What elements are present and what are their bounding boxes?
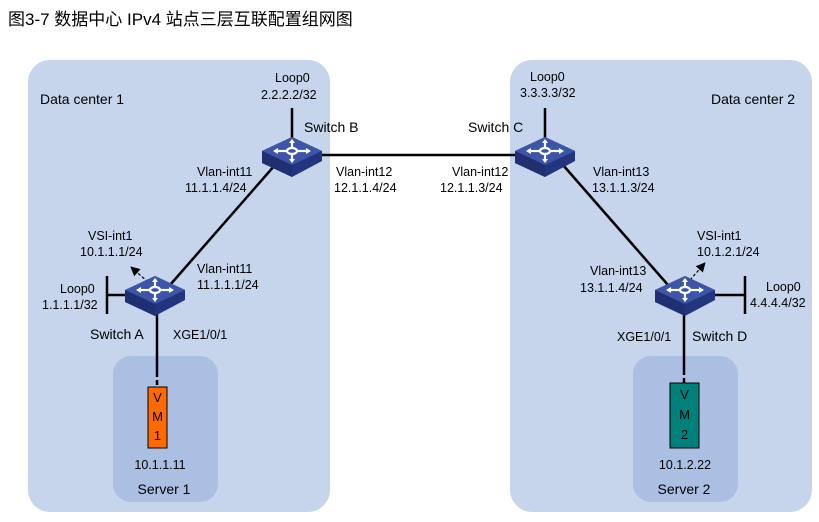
switch-c-loop-ip: 3.3.3.3/32	[520, 86, 576, 100]
vm-2-label-num: 2	[681, 427, 688, 442]
switch-b-vlan11-ip: 11.1.1.4/24	[185, 181, 247, 195]
switch-c-name: Switch C	[468, 119, 523, 135]
vm-2[interactable]	[669, 382, 700, 449]
datacenter-1-label: Data center 1	[40, 91, 124, 107]
switch-d-port: XGE1/0/1	[617, 330, 671, 344]
server-1-name: Server 1	[138, 481, 191, 497]
switch-a-loop-ip: 1.1.1.1/32	[42, 298, 98, 312]
figure-title: 图3-7 数据中心 IPv4 站点三层互联配置组网图	[8, 10, 353, 29]
server-1-ip: 10.1.1.11	[134, 458, 185, 472]
switch-d-vlan-label: Vlan-int13	[590, 264, 646, 278]
switch-d-vsi-ip: 10.1.2.1/24	[697, 245, 760, 259]
switch-a-port: XGE1/0/1	[173, 328, 227, 342]
vm-1-label-m: M	[152, 409, 163, 424]
server-2-ip: 10.1.2.22	[659, 458, 711, 472]
switch-b-name: Switch B	[304, 119, 358, 135]
switch-a-loop-label: Loop0	[60, 282, 95, 296]
switch-b-loop-label: Loop0	[275, 71, 310, 85]
switch-a-vlan-label: Vlan-int11	[197, 262, 252, 276]
vm-1-label-num: 1	[154, 428, 161, 443]
switch-b-vlan12-ip: 12.1.1.4/24	[334, 181, 397, 195]
datacenter-2-label: Data center 2	[711, 91, 795, 107]
switch-c-vlan12-ip: 12.1.1.3/24	[440, 181, 503, 195]
switch-a-vlan-ip: 11.1.1.1/24	[197, 278, 259, 292]
switch-d-loop-ip: 4.4.4.4/32	[750, 296, 806, 310]
datacenter-1-area	[28, 60, 330, 512]
link-c-d	[562, 164, 669, 286]
vsi-arrow-a	[130, 266, 149, 283]
switch-c-vlan12-label: Vlan-int12	[452, 165, 508, 179]
vm-2-label-v: V	[680, 387, 689, 402]
vm-2-label-m: M	[679, 407, 690, 422]
switch-c-loop-label: Loop0	[530, 70, 565, 84]
switch-a-vsi-ip: 10.1.1.1/24	[80, 245, 143, 259]
switch-d-vlan-ip: 13.1.1.4/24	[580, 281, 643, 295]
server-2-name: Server 2	[658, 481, 711, 497]
switch-d-loop-label: Loop0	[766, 280, 801, 294]
switch-a-vsi-label: VSI-int1	[88, 229, 133, 243]
switch-c-vlan13-label: Vlan-int13	[593, 165, 649, 179]
switch-b-vlan11-label: Vlan-int11	[197, 165, 252, 179]
vm-1-label-v: V	[153, 390, 162, 405]
vm-1[interactable]	[147, 386, 168, 449]
switch-b-vlan12-label: Vlan-int12	[336, 165, 392, 179]
switch-b-loop-ip: 2.2.2.2/32	[261, 88, 317, 102]
switch-a-name: Switch A	[90, 326, 144, 342]
switch-d-name: Switch D	[692, 328, 747, 344]
switch-c-vlan13-ip: 13.1.1.3/24	[592, 181, 655, 195]
vsi-arrow-d	[689, 262, 706, 281]
link-b-a	[169, 164, 276, 286]
switch-d-vsi-label: VSI-int1	[697, 229, 742, 243]
